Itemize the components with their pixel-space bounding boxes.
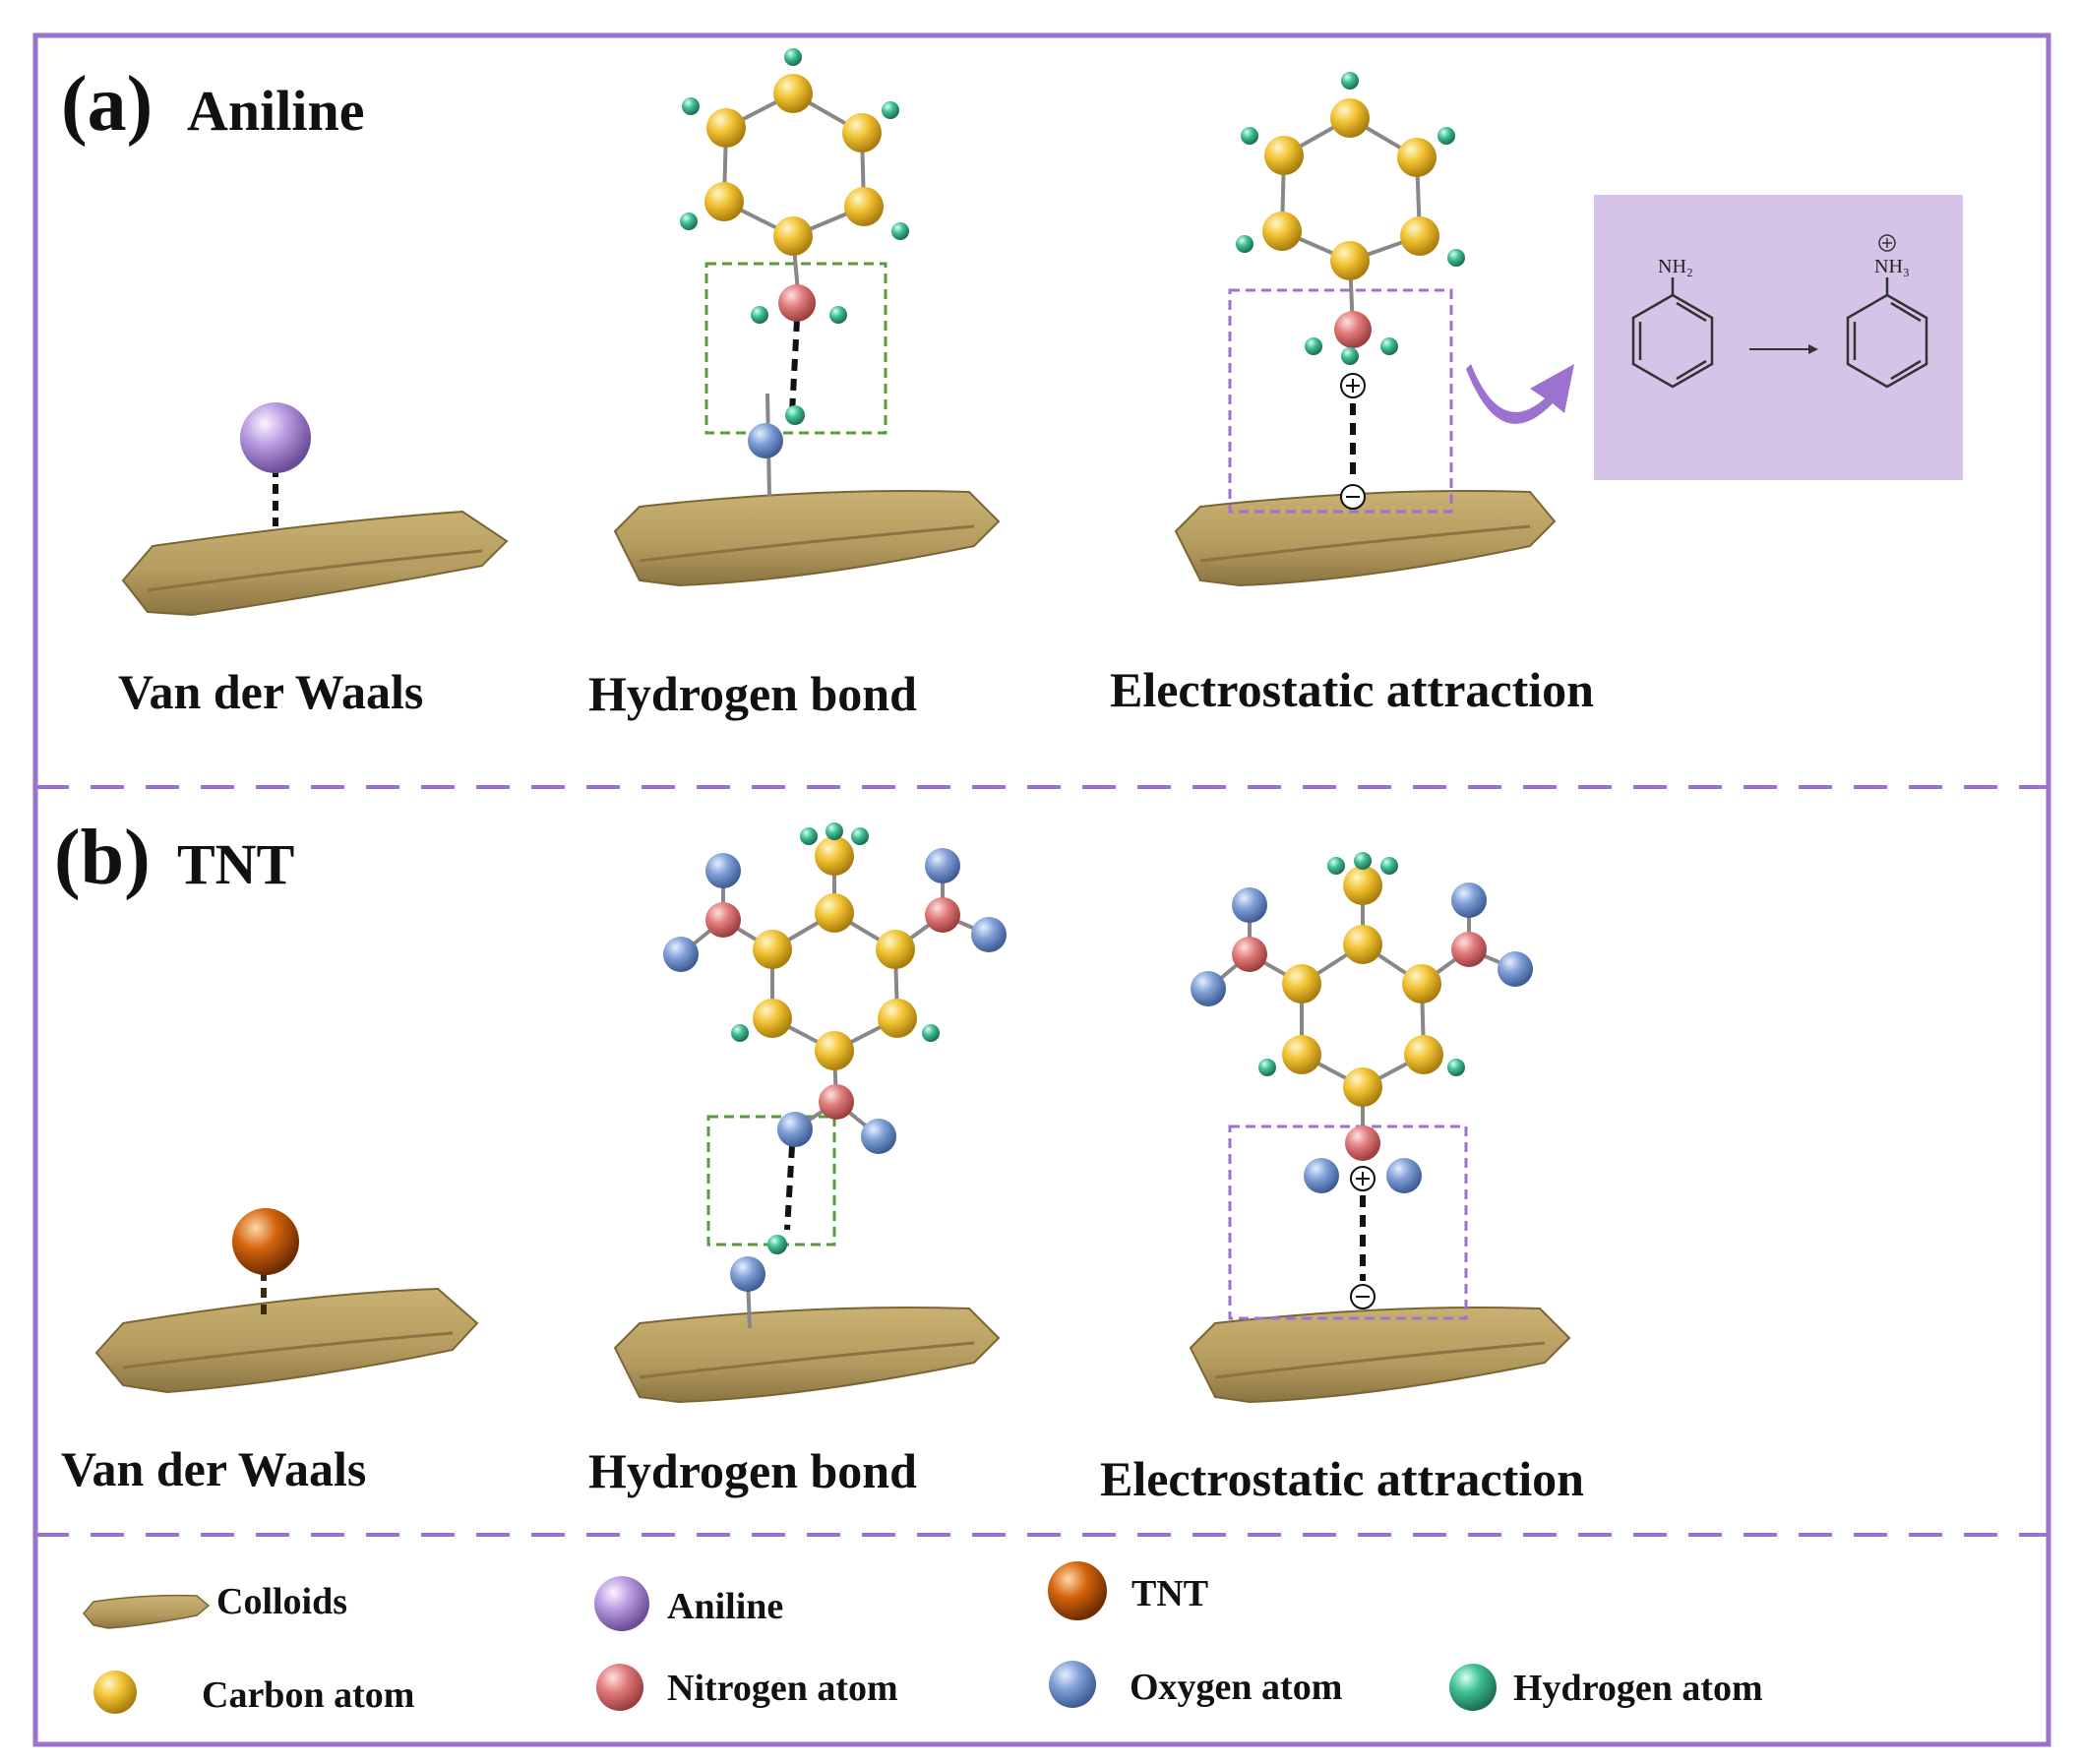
legend-carbon-symbol: [93, 1671, 137, 1714]
aniline-sphere: [240, 402, 311, 473]
colloid-a-vdw: [121, 510, 509, 617]
colloid-b-vdw: [94, 1287, 479, 1394]
nh3-label: NH₃: [1874, 256, 1910, 277]
legend-hydrogen-label: Hydrogen atom: [1513, 1668, 1763, 1709]
legend-nitrogen-symbol: [596, 1664, 643, 1711]
panel-a-letter: (a): [61, 61, 153, 148]
legend-oxygen-label: Oxygen atom: [1130, 1667, 1342, 1708]
charge-plus-b: [1350, 1166, 1376, 1191]
aniline-atoms-hbond: [680, 48, 909, 458]
legend-hydrogen-symbol: [1449, 1664, 1497, 1711]
label-b-electro: Electrostatic attraction: [1100, 1451, 1584, 1506]
tnt-atoms-hbond: [663, 822, 1007, 1292]
hbond-box-b: [706, 1115, 836, 1247]
anilinium-structure-inset: [1846, 277, 1928, 389]
hbond-a: [789, 319, 800, 414]
legend-aniline-symbol: [594, 1576, 649, 1631]
label-a-vdw: Van der Waals: [118, 664, 423, 719]
nh2-label: NH₂: [1658, 256, 1693, 277]
electro-box-a: [1228, 288, 1453, 514]
electro-box-b: [1228, 1125, 1468, 1320]
legend-oxygen-symbol: [1049, 1661, 1096, 1708]
outer-frame: [32, 32, 2051, 1747]
legend-carbon-label: Carbon atom: [202, 1674, 414, 1716]
tnt-atoms-electro: [1191, 852, 1533, 1193]
colloid-b-hbond: [613, 1307, 1001, 1404]
panel-b-letter: (b): [54, 815, 151, 901]
protonation-inset: [1594, 195, 1963, 480]
panel-a-title: Aniline: [187, 79, 365, 143]
label-a-hbond: Hydrogen bond: [588, 666, 917, 721]
curved-arrow-icon: [1466, 364, 1574, 424]
legend-aniline-label: Aniline: [667, 1586, 783, 1627]
charge-minus-a: [1340, 484, 1366, 510]
panel-b-title: TNT: [177, 832, 294, 896]
charge-minus-b: [1350, 1284, 1376, 1309]
charge-plus-inset: [1878, 234, 1896, 252]
aniline-structure-inset: [1631, 277, 1714, 389]
legend-nitrogen-label: Nitrogen atom: [667, 1668, 898, 1709]
legend-colloid-label: Colloids: [216, 1581, 347, 1622]
colloid-a-hbond: [613, 490, 1001, 587]
colloid-b-electro: [1189, 1307, 1571, 1404]
charge-plus-a: [1340, 373, 1366, 398]
legend: Colloids Aniline TNT Carbon atom Nitroge…: [83, 1561, 1763, 1716]
colloid-a-electro: [1174, 490, 1557, 587]
legend-tnt-symbol: [1048, 1561, 1107, 1620]
hbond-b: [784, 1145, 795, 1231]
label-a-electro: Electrostatic attraction: [1110, 662, 1594, 717]
label-b-vdw: Van der Waals: [61, 1441, 366, 1496]
tnt-sphere: [232, 1208, 299, 1275]
aniline-atoms-electro: [1236, 72, 1465, 365]
label-b-hbond: Hydrogen bond: [588, 1443, 917, 1498]
legend-tnt-label: TNT: [1131, 1573, 1208, 1614]
reaction-arrow-head: [1808, 344, 1818, 354]
legend-colloid-symbol: [83, 1594, 211, 1629]
